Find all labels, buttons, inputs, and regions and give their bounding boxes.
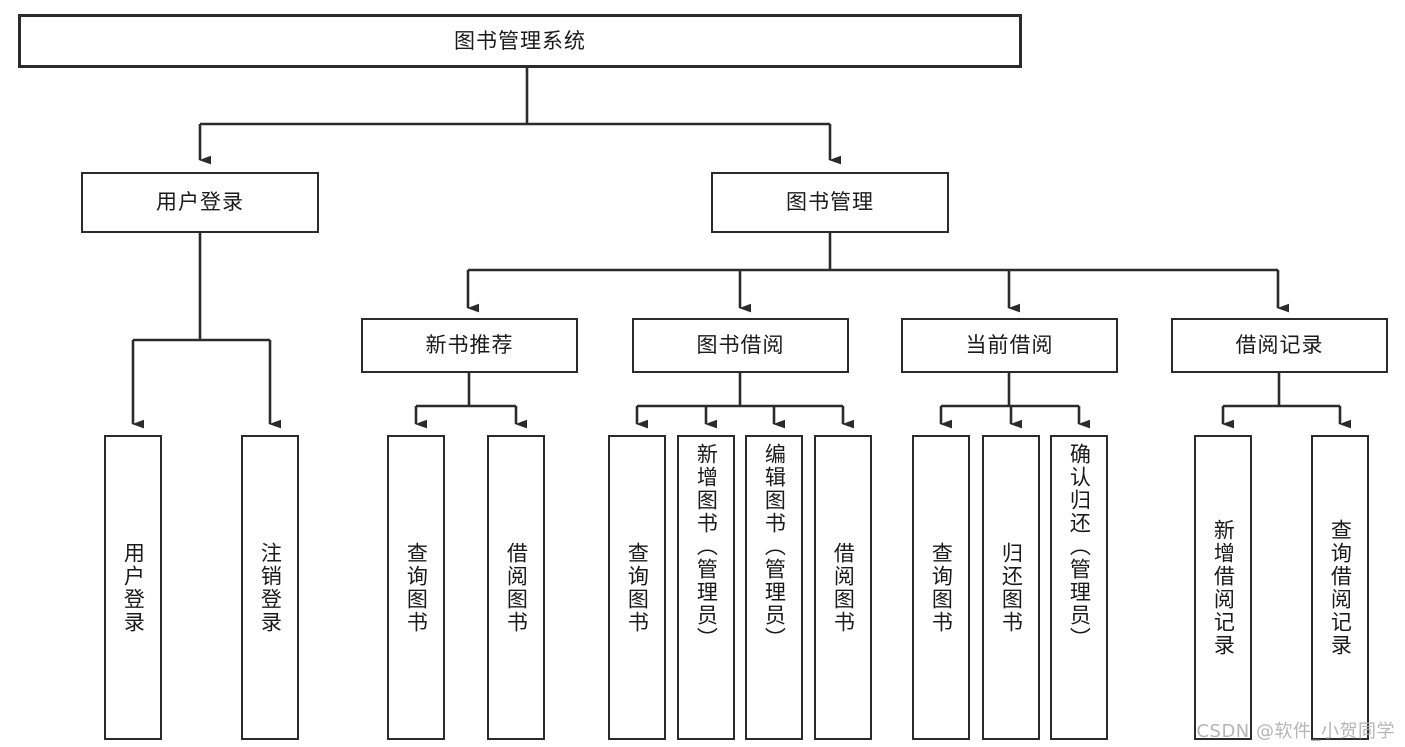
node-label: 图书管理系统	[454, 28, 586, 53]
node-label: 新书推荐	[425, 333, 514, 358]
leaf-add-borrow-record[interactable]: 新增借阅记录	[1194, 435, 1252, 740]
leaf-query-book-current[interactable]: 查询图书	[912, 435, 970, 740]
leaf-label: 用户登录	[121, 541, 146, 634]
leaf-label: 确认归还（管理员）	[1067, 443, 1092, 650]
node-current-borrow[interactable]: 当前借阅	[901, 318, 1118, 373]
leaf-label: 查询图书	[929, 541, 954, 634]
leaf-label: 新增借阅记录	[1211, 518, 1236, 657]
watermark: CSDN @软件_小贺同学	[1196, 721, 1395, 742]
leaf-query-borrow-record[interactable]: 查询借阅记录	[1311, 435, 1369, 740]
leaf-return-book[interactable]: 归还图书	[982, 435, 1040, 740]
leaf-confirm-return-admin[interactable]: 确认归还（管理员）	[1050, 435, 1108, 740]
node-label: 图书借阅	[696, 333, 785, 358]
node-user-login[interactable]: 用户登录	[81, 172, 319, 233]
node-borrow-record[interactable]: 借阅记录	[1171, 318, 1388, 373]
leaf-label: 借阅图书	[504, 541, 529, 634]
leaf-label: 新增图书（管理员）	[694, 443, 719, 650]
leaf-query-book-recommend[interactable]: 查询图书	[387, 435, 445, 740]
node-book-management[interactable]: 图书管理	[711, 172, 949, 233]
node-root-system[interactable]: 图书管理系统	[18, 14, 1022, 68]
leaf-label: 查询图书	[404, 541, 429, 634]
node-label: 用户登录	[156, 190, 244, 215]
leaf-label: 查询借阅记录	[1328, 518, 1353, 657]
leaf-label: 归还图书	[999, 541, 1024, 634]
leaf-query-book-borrow[interactable]: 查询图书	[608, 435, 666, 740]
node-book-borrow[interactable]: 图书借阅	[632, 318, 849, 373]
leaf-borrow-book-recommend[interactable]: 借阅图书	[487, 435, 545, 740]
leaf-label: 注销登录	[258, 541, 283, 634]
node-label: 图书管理	[786, 190, 874, 215]
leaf-borrow-book[interactable]: 借阅图书	[814, 435, 872, 740]
leaf-edit-book-admin[interactable]: 编辑图书（管理员）	[745, 435, 803, 740]
leaf-logout[interactable]: 注销登录	[241, 435, 299, 740]
node-new-book-recommend[interactable]: 新书推荐	[361, 318, 578, 373]
node-label: 借阅记录	[1235, 333, 1324, 358]
node-label: 当前借阅	[965, 333, 1054, 358]
leaf-user-login[interactable]: 用户登录	[104, 435, 162, 740]
leaf-label: 借阅图书	[831, 541, 856, 634]
leaf-label: 查询图书	[625, 541, 650, 634]
leaf-add-book-admin[interactable]: 新增图书（管理员）	[677, 435, 735, 740]
leaf-label: 编辑图书（管理员）	[762, 443, 787, 650]
